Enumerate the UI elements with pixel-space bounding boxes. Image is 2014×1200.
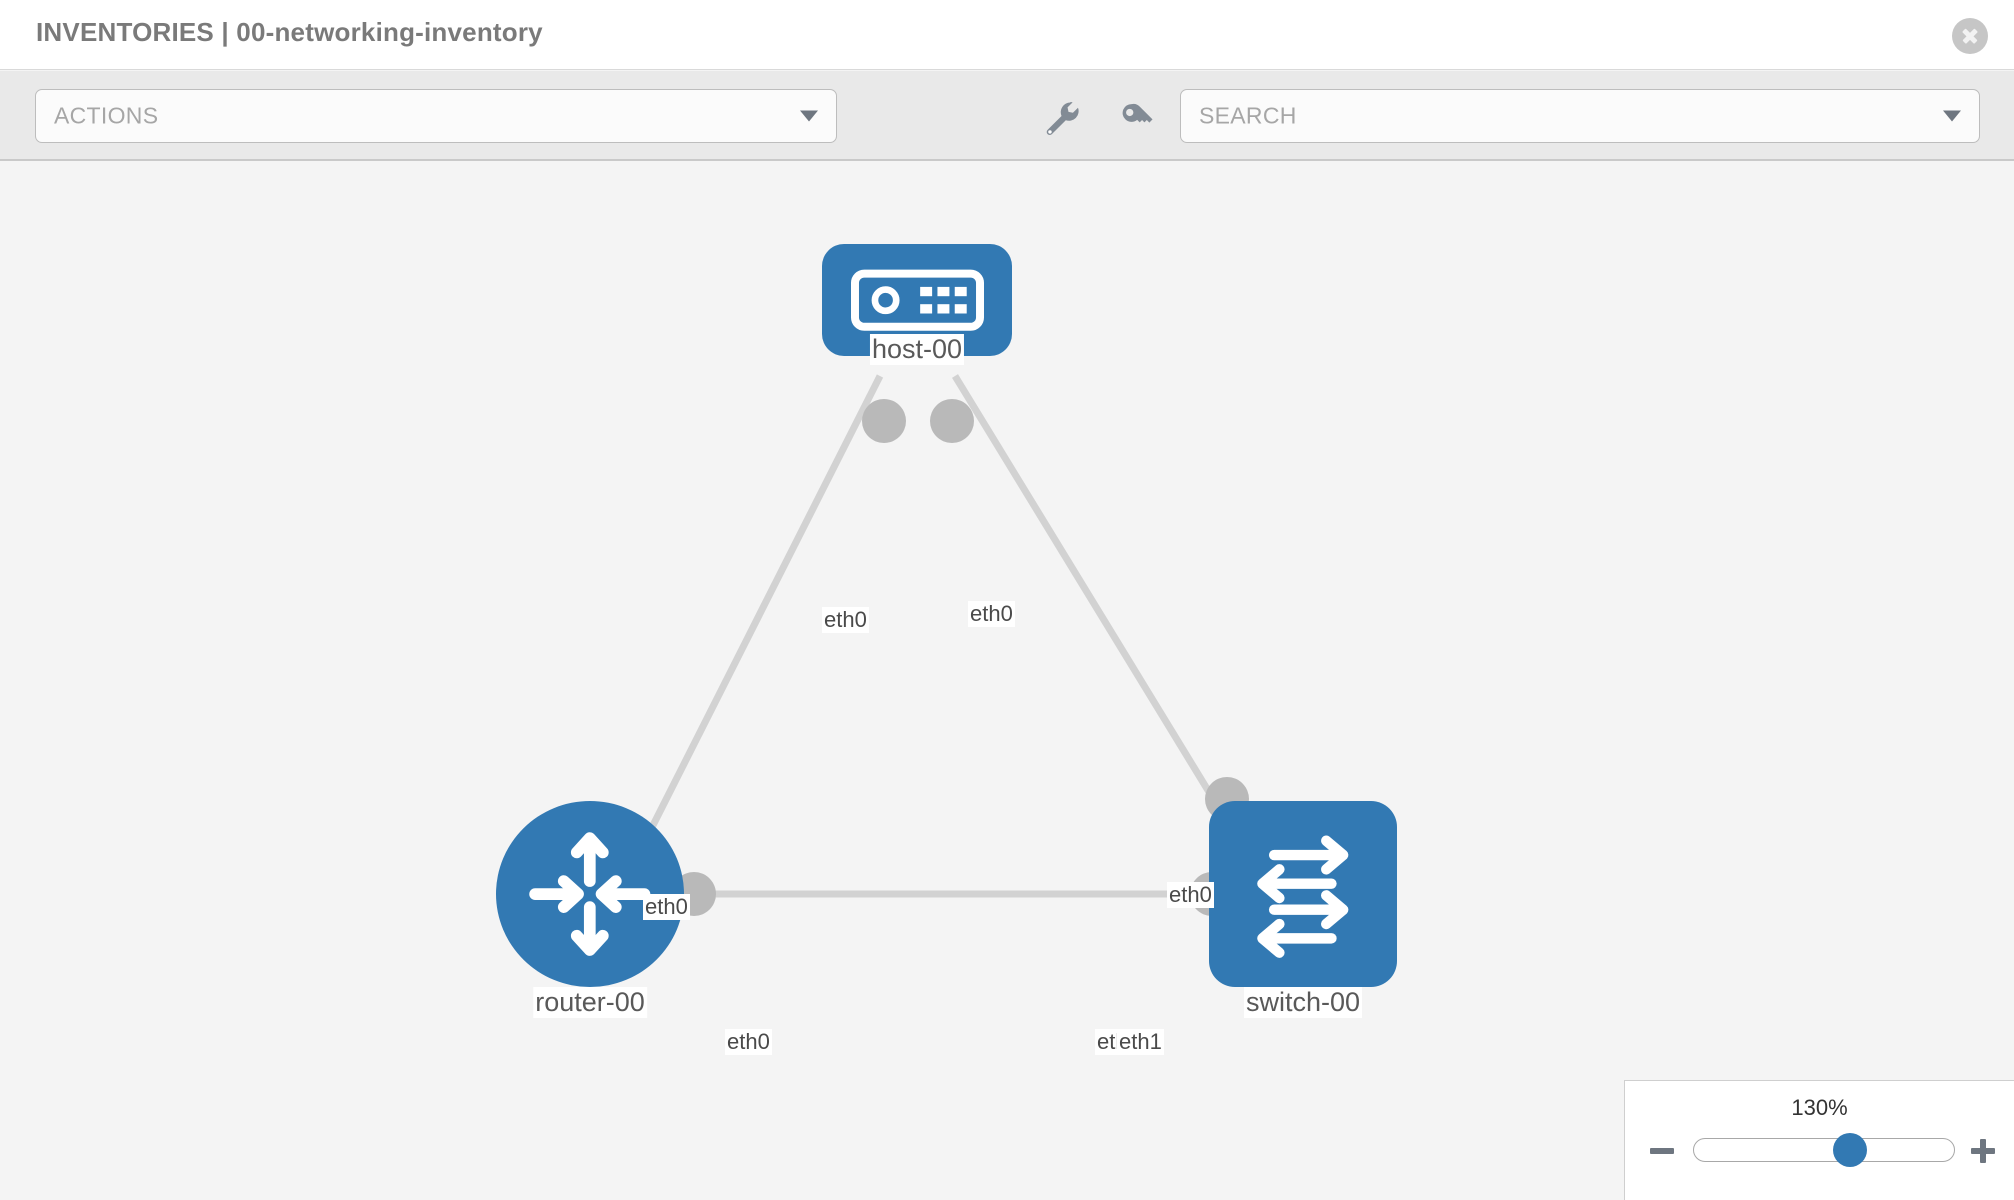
topology-graph: host-00 router-00 xyxy=(0,161,2014,1200)
zoom-out-button[interactable] xyxy=(1647,1136,1677,1166)
edge-label-router-right: eth0 xyxy=(725,1029,772,1055)
switch-arrows-icon[interactable] xyxy=(1209,801,1397,987)
chevron-down-icon xyxy=(800,110,818,122)
topology-node-router-00[interactable]: router-00 xyxy=(496,801,684,1031)
search-placeholder: SEARCH xyxy=(1199,102,1297,129)
toolbar: ACTIONS SEARCH xyxy=(0,71,2014,161)
zoom-level-value: 130% xyxy=(1791,1095,1848,1120)
endpoint-host-right[interactable] xyxy=(930,399,974,443)
edge-label-router-upper: eth0 xyxy=(643,894,690,920)
actions-dropdown[interactable]: ACTIONS xyxy=(35,89,837,143)
edge-host-switch xyxy=(952,374,1248,853)
close-icon[interactable] xyxy=(1952,18,1988,54)
wrench-icon[interactable] xyxy=(1043,99,1081,137)
edge-label-host-left: eth0 xyxy=(822,607,869,633)
server-icon[interactable] xyxy=(822,244,1012,356)
edge-label-switch-upper: eth0 xyxy=(1167,882,1214,908)
zoom-control-panel: 130% xyxy=(1624,1080,2014,1200)
edge-label-host-right: eth0 xyxy=(968,601,1015,627)
actions-dropdown-label: ACTIONS xyxy=(54,102,159,129)
edge-host-router xyxy=(636,374,884,853)
topology-node-label-host: host-00 xyxy=(869,334,965,365)
topology-node-switch-00[interactable]: switch-00 xyxy=(1209,801,1397,1031)
search-input[interactable]: SEARCH xyxy=(1180,89,1980,143)
zoom-slider-thumb[interactable] xyxy=(1833,1133,1867,1167)
topology-node-label-router: router-00 xyxy=(533,987,647,1018)
topology-edges xyxy=(636,374,1248,898)
key-icon[interactable] xyxy=(1118,99,1156,137)
endpoint-host-left[interactable] xyxy=(862,399,906,443)
zoom-in-button[interactable] xyxy=(1968,1136,1998,1166)
page-title: INVENTORIES | 00-networking-inventory xyxy=(36,17,543,47)
topology-canvas[interactable]: host-00 router-00 xyxy=(0,161,2014,1200)
zoom-slider[interactable] xyxy=(1693,1133,1955,1167)
topology-node-label-switch: switch-00 xyxy=(1243,987,1363,1018)
topology-node-host-00[interactable]: host-00 xyxy=(822,244,1012,424)
edge-label-switch-left: eth1 xyxy=(1117,1029,1164,1055)
chevron-down-icon xyxy=(1943,110,1961,122)
page-header: INVENTORIES | 00-networking-inventory xyxy=(0,0,2014,70)
